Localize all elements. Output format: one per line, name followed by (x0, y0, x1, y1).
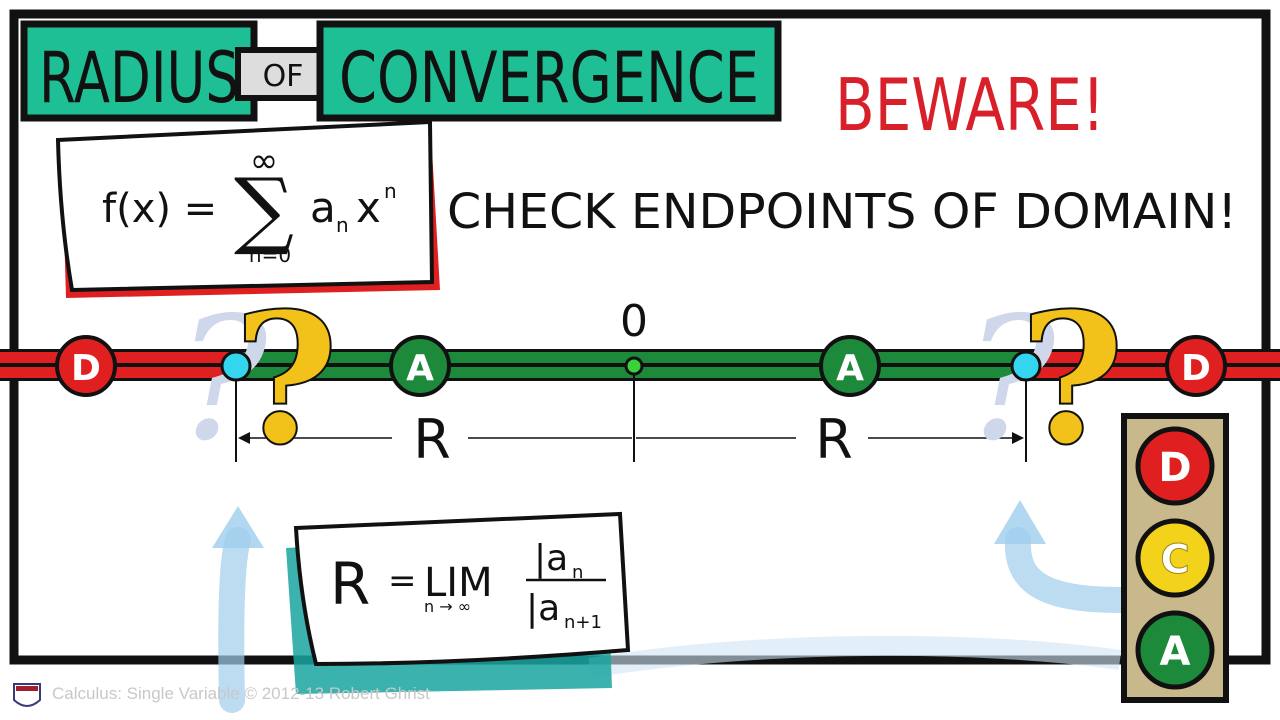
beware-text: BEWARE! (835, 63, 1105, 147)
series-coef-sub: n (336, 213, 349, 237)
blue-arrow-left-head (212, 506, 264, 548)
marker-circle (819, 335, 881, 397)
question-mark-left-group: ? ? (176, 273, 339, 486)
series-var: x (356, 183, 381, 232)
blue-arrow-right-head (994, 500, 1046, 544)
ratio-lim: LIM (424, 560, 493, 606)
series-formula-card: f(x) = ∞ ∑ n=0 a n x n (55, 119, 440, 298)
left-endpoint-point (220, 350, 252, 382)
radius-label-left: R (413, 408, 451, 471)
traffic-light-middle (1135, 518, 1215, 598)
series-lhs: f(x) = (102, 186, 217, 232)
question-mark-right: ? (1019, 274, 1124, 485)
title-banner: RADIUS OF CONVERGENCE (20, 20, 782, 122)
origin-point (624, 356, 644, 376)
marker-label: A (836, 348, 864, 389)
series-card (55, 119, 435, 293)
marker-label: D (71, 348, 101, 389)
marker-circle (55, 335, 117, 397)
traffic-light-top (1135, 426, 1215, 506)
traffic-light-bottom (1135, 610, 1215, 690)
marker-label: A (406, 348, 434, 389)
title-word-of: OF (263, 59, 304, 94)
ratio-lim-sub: n → ∞ (424, 597, 471, 616)
ratio-formula-card: R = LIM n → ∞ |a n |a n+1 (286, 511, 631, 694)
copyright-credit: Calculus: Single Variable © 2012-13 Robe… (52, 684, 430, 703)
title-word-radius: RADIUS (39, 37, 239, 119)
marker-circle (1165, 335, 1227, 397)
sigma-symbol: ∑ (234, 160, 294, 258)
headline-text: CHECK ENDPOINTS OF DOMAIN! (447, 184, 1237, 240)
traffic-light: D C A (1121, 413, 1229, 703)
question-mark-shadow-right: ? (964, 281, 1056, 479)
ratio-denominator: |a (526, 588, 560, 629)
right-endpoint-point (1010, 350, 1042, 382)
question-mark-left: ? (233, 274, 338, 485)
marker-absolute-right: A (819, 335, 881, 397)
ratio-numerator-sub: n (572, 562, 583, 583)
blue-arrow-right-shaft (1004, 527, 1133, 613)
ratio-numerator: |a (534, 538, 568, 579)
ratio-lhs: R (330, 550, 370, 618)
ratio-card (293, 511, 631, 667)
university-shield-logo (13, 683, 41, 707)
traffic-light-middle-label: C (1160, 537, 1189, 583)
ratio-equals: = (388, 561, 417, 601)
series-coef: a (310, 183, 336, 232)
title-box-of (235, 47, 331, 101)
title-box-radius (20, 20, 258, 122)
traffic-light-bottom-label: A (1160, 629, 1191, 675)
radius-label-right: R (815, 408, 853, 471)
question-mark-right-group: ? ? (964, 273, 1125, 486)
shield-chief (16, 686, 38, 691)
origin-label: 0 (620, 296, 648, 347)
ratio-denominator-sub: n+1 (564, 612, 602, 633)
blue-arrow-left-shaft (218, 527, 251, 713)
series-var-sup: n (384, 179, 397, 203)
marker-absolute-left: A (389, 335, 451, 397)
title-word-convergence: CONVERGENCE (339, 37, 759, 119)
series-upper-limit: ∞ (250, 141, 278, 181)
radius-arrows: R R (235, 380, 1027, 471)
marker-circle (389, 335, 451, 397)
title-box-convergence (316, 20, 782, 122)
radius-arrowhead-right (1012, 432, 1024, 444)
series-lower-limit: n=0 (249, 243, 291, 267)
question-mark-shadow-left: ? (176, 281, 268, 479)
marker-divergent-right: D (1165, 335, 1227, 397)
traffic-light-top-label: D (1158, 445, 1191, 491)
radius-arrowhead-left (238, 432, 250, 444)
marker-label: D (1181, 348, 1211, 389)
marker-divergent-left: D (55, 335, 117, 397)
blue-arrow-bottom-swoosh (588, 635, 1122, 678)
